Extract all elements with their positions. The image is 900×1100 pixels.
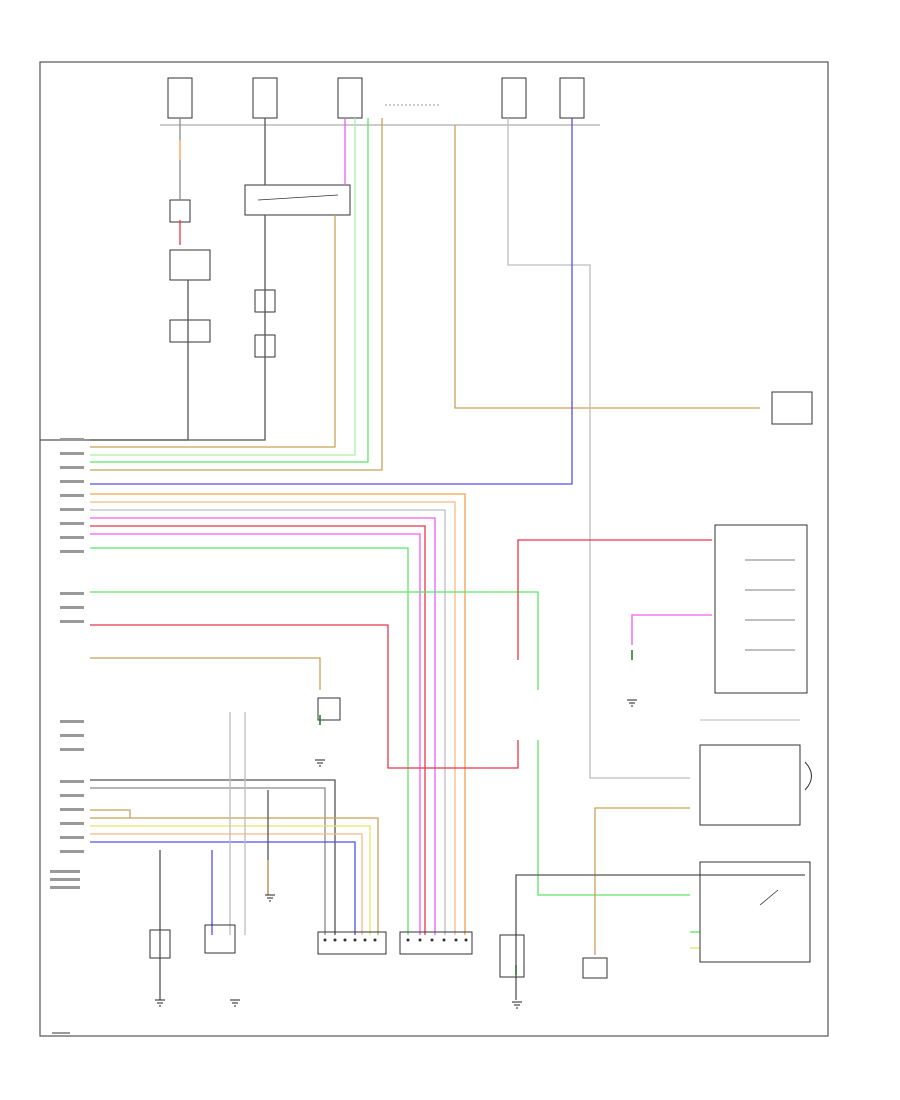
wires-right — [515, 539, 805, 1000]
top-fuse-boxes — [160, 77, 600, 126]
left-column-components — [169, 184, 351, 358]
wires-top — [40, 118, 760, 779]
connector-pins — [323, 938, 468, 942]
wires-lower-left — [90, 712, 379, 1000]
bottom-connectors — [149, 697, 525, 978]
right-components — [582, 391, 813, 979]
diagram-frame — [39, 61, 829, 1037]
green-connector-ticks — [319, 650, 633, 975]
decorative-labels — [50, 438, 84, 1034]
ground-symbols — [155, 699, 637, 1009]
wires-harness — [90, 493, 539, 935]
